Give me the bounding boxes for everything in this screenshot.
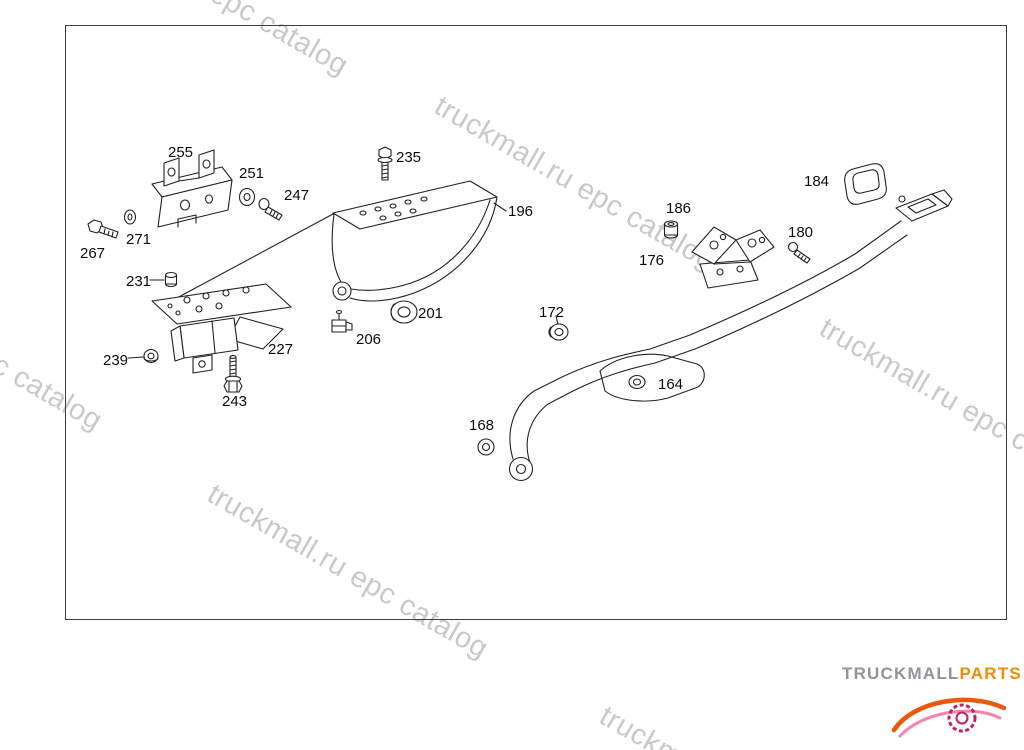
- diagram-frame: [65, 25, 1007, 620]
- brand-logo: TRUCKMALLPARTS: [842, 664, 1021, 684]
- brand-name-accent: PARTS: [959, 664, 1022, 683]
- watermark-text: truckmall.ru epc catalog: [594, 700, 886, 750]
- brand-logo-swirl-icon: [891, 697, 1007, 738]
- brand-name-gray: TRUCKMALL: [842, 664, 960, 683]
